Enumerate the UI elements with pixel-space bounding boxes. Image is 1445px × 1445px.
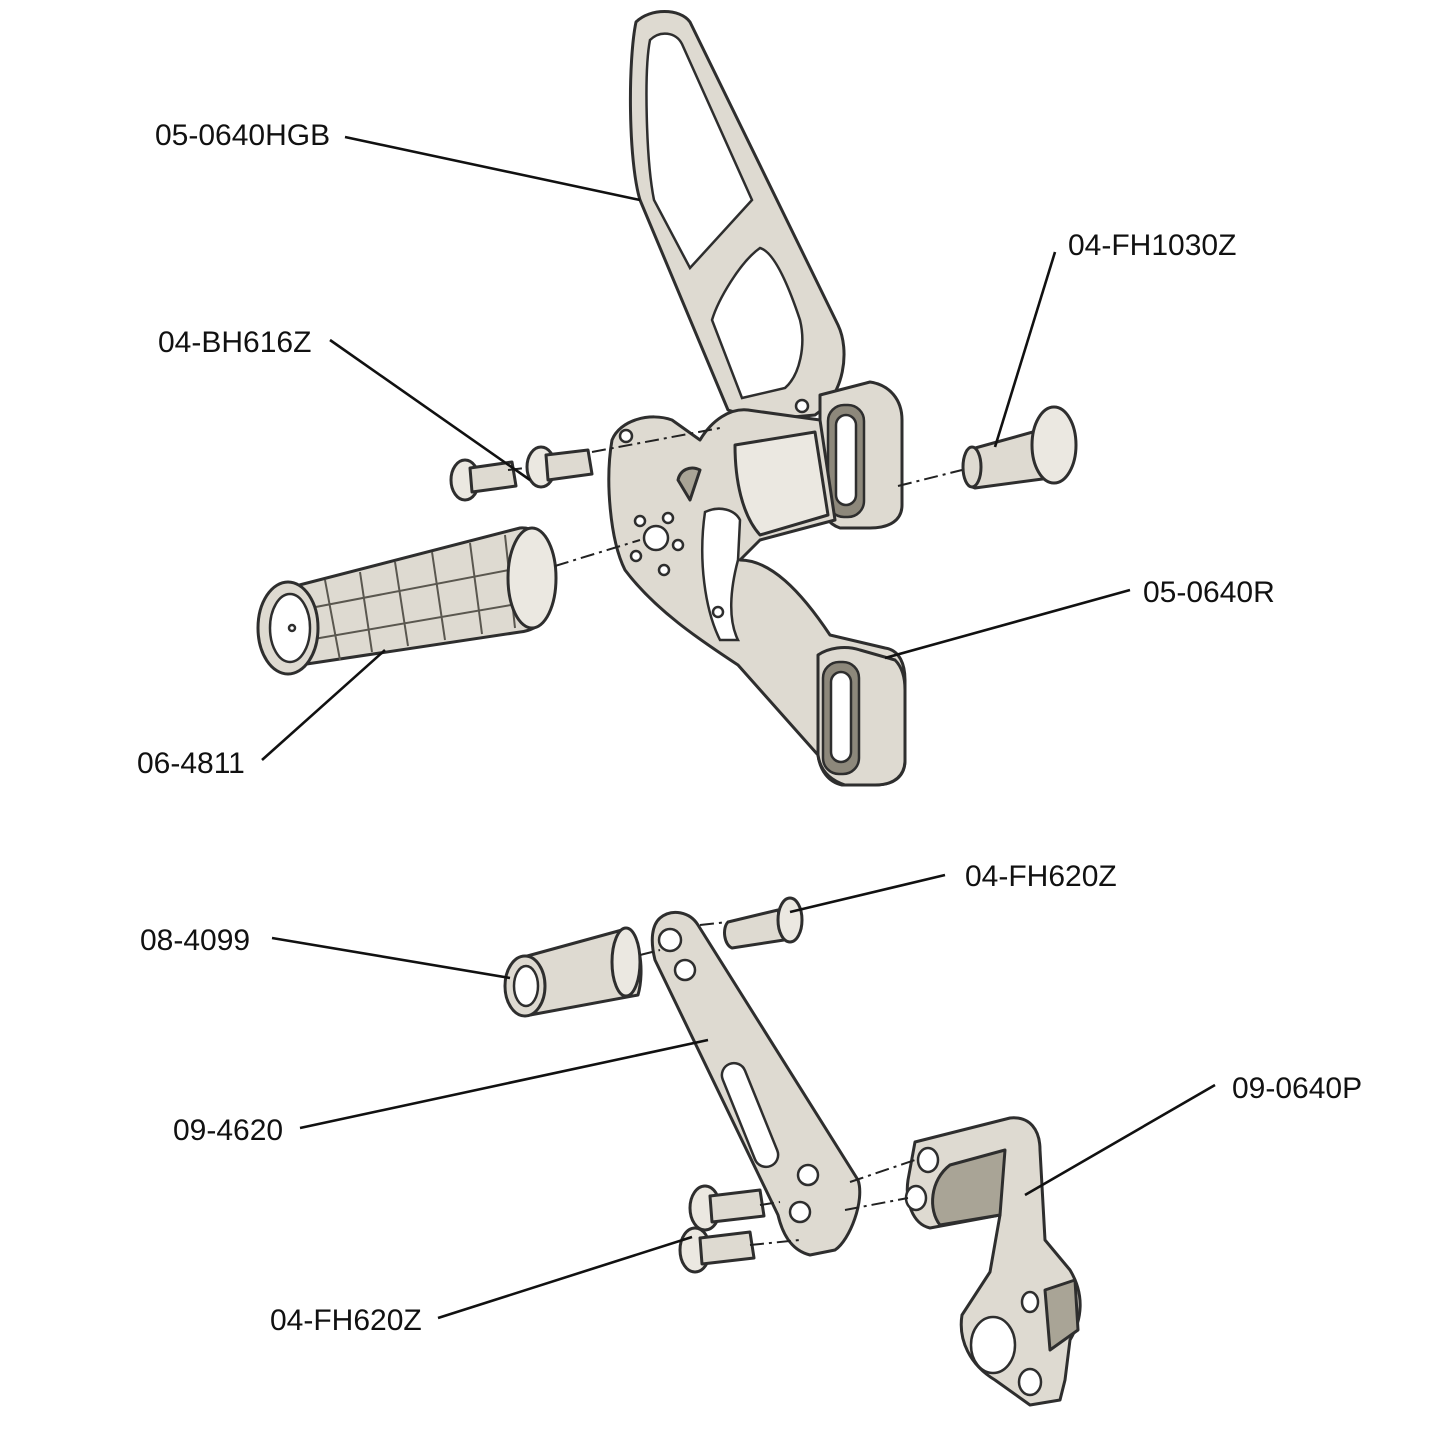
label-rearset-plate: 05-0640R — [1143, 576, 1275, 609]
axis-line — [639, 921, 916, 1246]
linkage-arm-part — [650, 910, 862, 1257]
bolt-fh1030z-part — [961, 405, 1078, 490]
rearset-plate-part — [607, 408, 907, 787]
pedal-lever-part — [904, 1116, 1082, 1407]
label-pedal-lever: 09-0640P — [1232, 1072, 1362, 1105]
label-bolt-bh616z-text: 04-BH616Z — [158, 326, 311, 359]
leader-lines — [261, 135, 1216, 1320]
label-footpeg: 06-4811 — [137, 747, 245, 780]
label-bolt-fh1030z: 04-FH1030Z — [1068, 229, 1236, 262]
bolt-bh616z-part — [449, 445, 594, 502]
label-bolt-fh620z-top: 04-FH620Z — [965, 860, 1117, 893]
label-hanger-bracket: 05-0640HGB — [155, 119, 330, 152]
bolt-fh620z-top-part — [723, 896, 804, 950]
footpeg-part — [256, 526, 558, 676]
bolt-fh620z-bottom-part — [678, 1184, 766, 1274]
label-linkage-arm: 09-4620 — [173, 1114, 283, 1147]
label-spacer: 08-4099 — [140, 924, 250, 957]
hanger-bracket-part — [628, 10, 846, 422]
mount-block-part — [818, 380, 904, 530]
label-bolt-fh620z-bottom: 04-FH620Z — [270, 1304, 422, 1337]
spacer-part — [503, 926, 643, 1018]
